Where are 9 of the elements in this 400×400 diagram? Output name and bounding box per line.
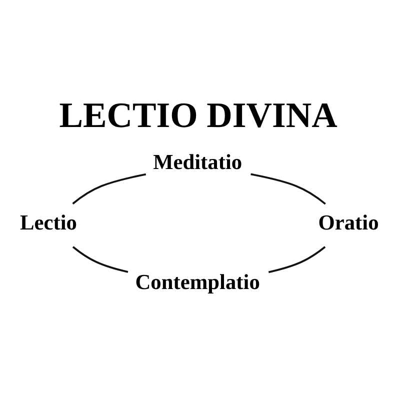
- connector: [72, 246, 128, 272]
- node-text: Lectio: [20, 210, 77, 234]
- node-text: Oratio: [318, 210, 379, 234]
- node-text: Meditatio: [153, 149, 242, 174]
- diagram-title: LECTIO DIVINA: [59, 94, 338, 134]
- connector: [72, 172, 146, 204]
- node-text: Contemplatio: [135, 269, 260, 294]
- connector: [268, 246, 326, 273]
- connector: [250, 172, 326, 204]
